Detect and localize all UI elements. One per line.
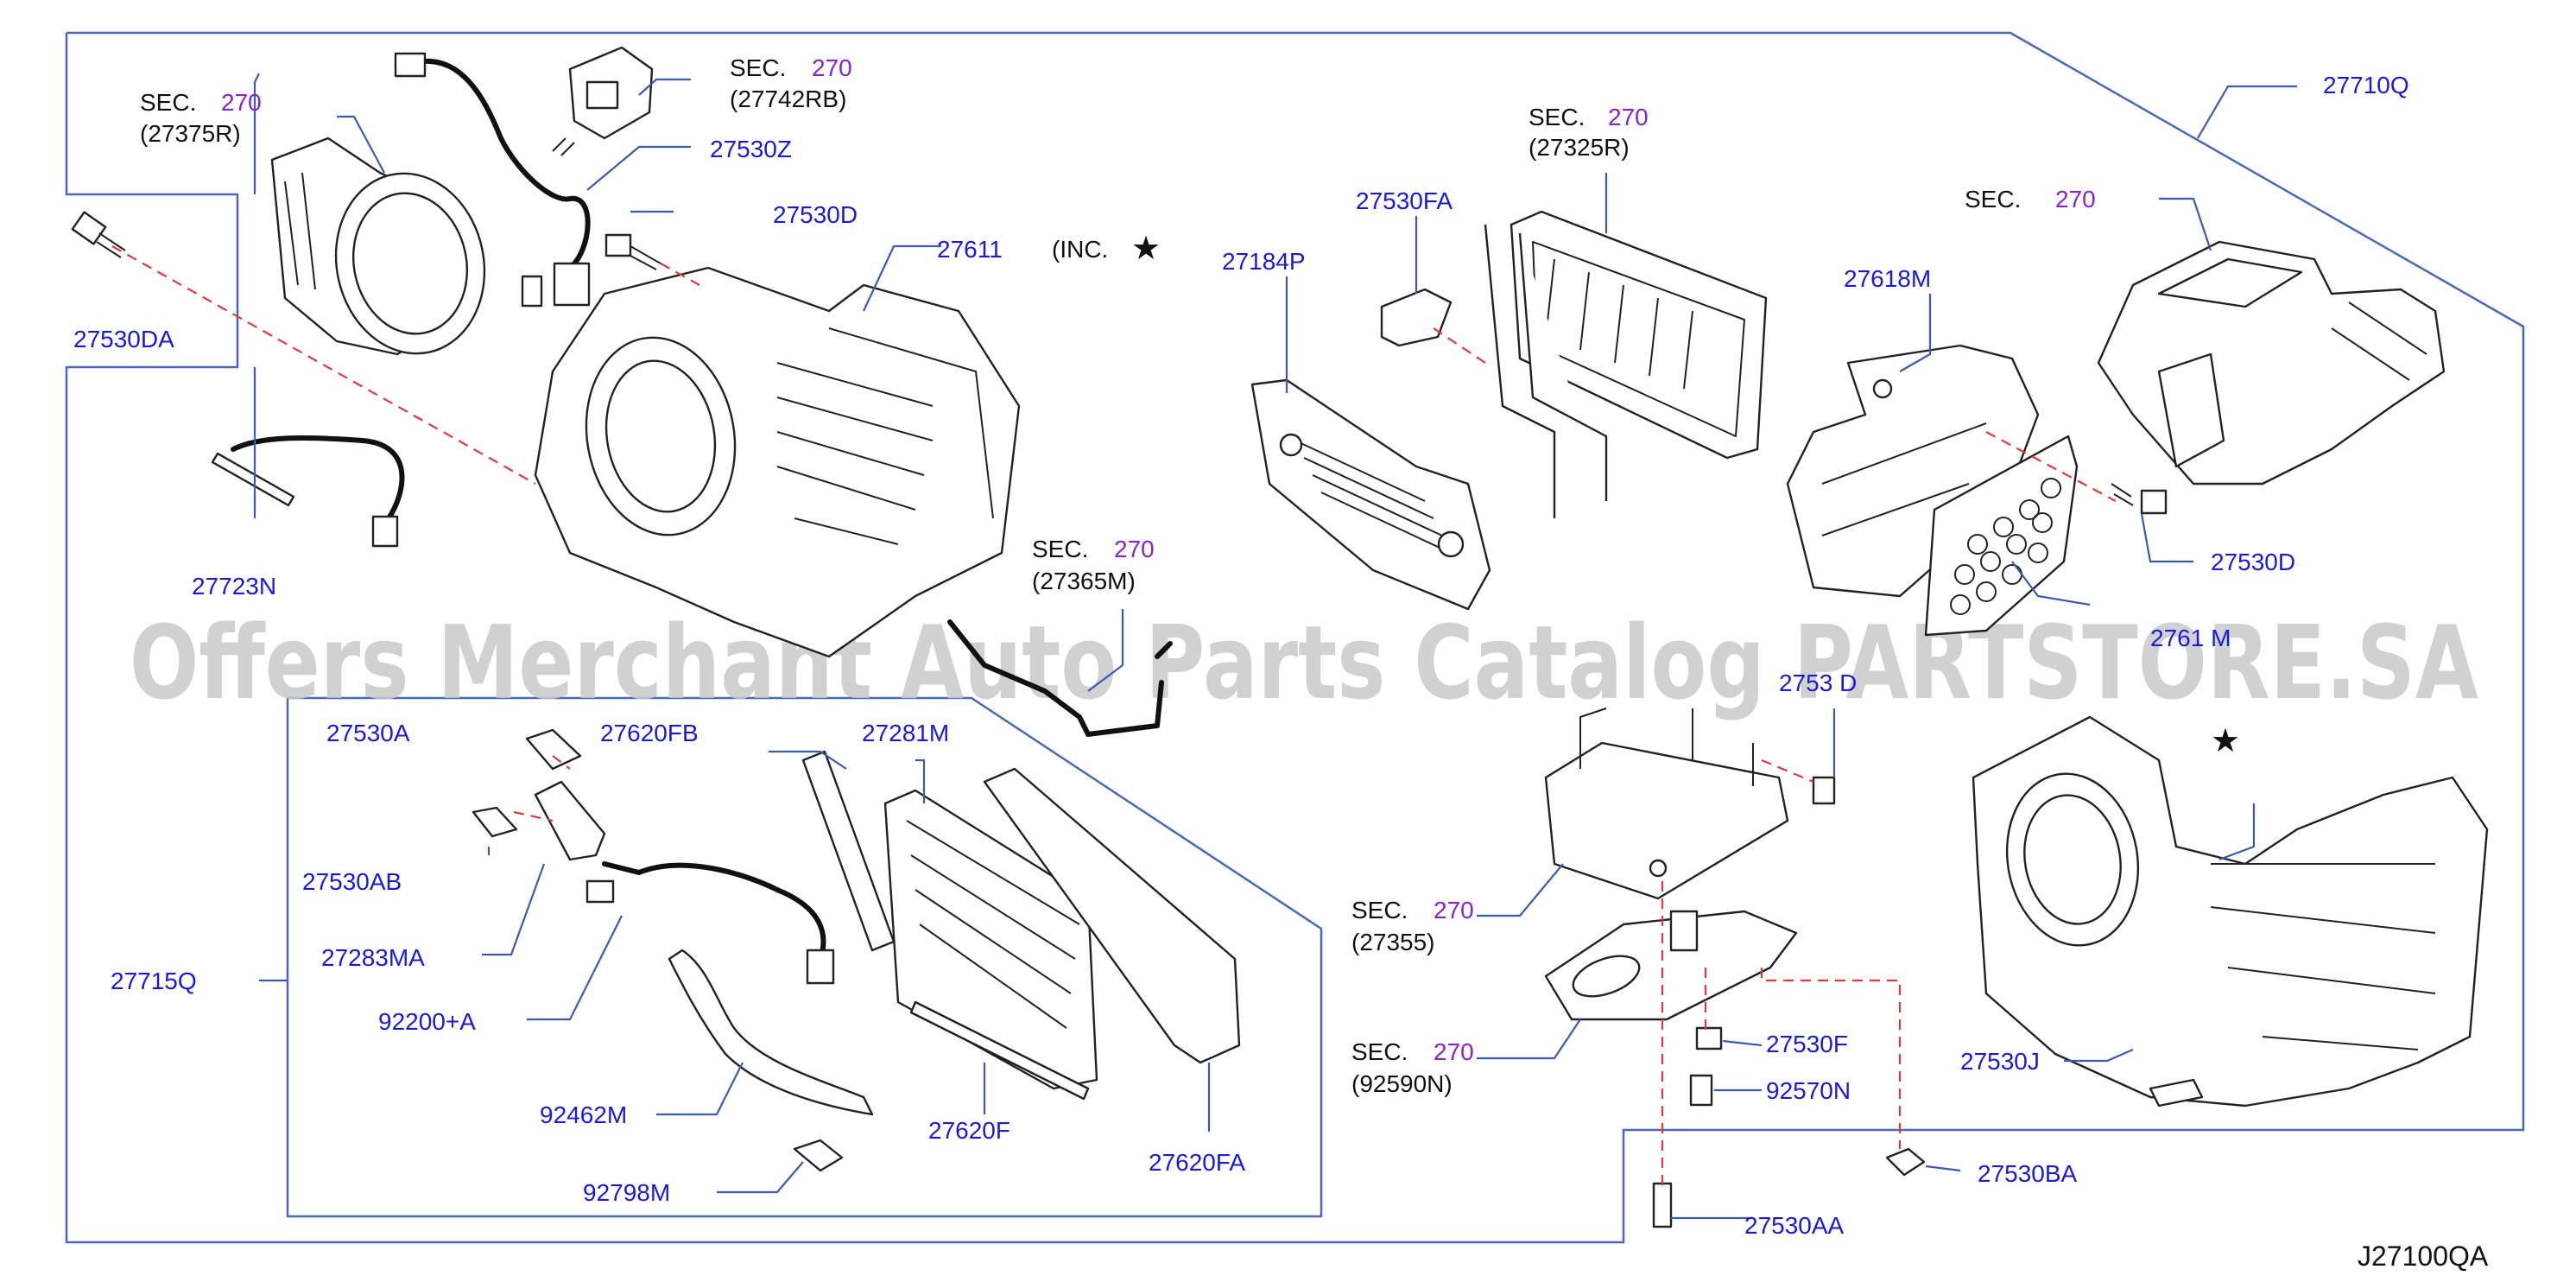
part-illustrations: [71, 46, 2489, 1228]
star-marker-unit: ★: [2211, 721, 2240, 759]
sec-prefix-27355: SEC.: [1351, 897, 1408, 923]
label-27530J[interactable]: 27530J: [1960, 1048, 2040, 1075]
watermark: Offers Merchant Auto Parts Catalog PARTS…: [130, 603, 2478, 722]
sec-number-27355: 270: [1434, 897, 1474, 923]
clip-27530FA-drawing: [1380, 288, 1453, 347]
bracket-27283MA: [534, 780, 606, 861]
label-27530F[interactable]: 27530F: [1766, 1031, 1848, 1057]
label-27715Q[interactable]: 27715Q: [111, 968, 197, 994]
grommet-92798M: [793, 1139, 844, 1172]
diagram-code: J27100QA: [2358, 1241, 2489, 1272]
leader-lines: [253, 73, 2297, 1220]
sec-number-92590N: 270: [1434, 1038, 1474, 1065]
label-92570N[interactable]: 92570N: [1766, 1077, 1851, 1104]
label-27530Z[interactable]: 27530Z: [710, 136, 792, 162]
bushing-27530F: [1695, 1026, 1723, 1050]
bolt-27530D-mid: [1812, 776, 1836, 805]
strip-27620F: [909, 1000, 1090, 1101]
pipe-92462M: [668, 949, 874, 1116]
label-27710Q[interactable]: 27710Q: [2323, 72, 2409, 98]
sec-prefix-27742RB: SEC.: [730, 54, 786, 81]
label-27618M[interactable]: 27618M: [1844, 265, 1931, 292]
part-labels: 27530DA 27530Z 27530D 27611 27723N 27530…: [73, 72, 2409, 1239]
section-references: SEC. 270 (27375R) SEC. 270 (27742RB) SEC…: [140, 54, 2096, 1097]
small-fasteners-drawing: [1652, 776, 1926, 1228]
inner-evaporator-box: [286, 696, 1323, 1218]
sec-ref-27325R: (27325R): [1529, 134, 1630, 161]
sensor-92200A: [585, 879, 615, 904]
sec-number-27365M: 270: [1114, 536, 1155, 562]
plate-92590N-drawing: [1544, 910, 1798, 1021]
label-27530FA[interactable]: 27530FA: [1356, 187, 1453, 214]
hvac-unit-drawing: [1972, 715, 2489, 1107]
label-27620FA[interactable]: 27620FA: [1149, 1149, 1245, 1176]
intake-duct-drawing: [2097, 240, 2446, 486]
label-27723N[interactable]: 27723N: [192, 573, 276, 600]
label-27530A[interactable]: 27530A: [326, 720, 410, 746]
evaporator-group-drawing: [472, 728, 1241, 1172]
sensor-27723N-drawing: [211, 435, 405, 548]
label-27530D-top[interactable]: 27530D: [773, 201, 858, 228]
bracket-27355-drawing: [1544, 708, 1789, 900]
blower-motor-drawing: [270, 136, 486, 356]
mesh-panel-drawing: [1924, 435, 2079, 637]
label-27530DA[interactable]: 27530DA: [73, 326, 174, 352]
label-27530D-mid-partial[interactable]: 2753 D: [1779, 670, 1857, 696]
sec-ref-92590N: (92590N): [1351, 1070, 1453, 1097]
label-27530AB[interactable]: 27530AB: [302, 868, 402, 895]
sec-prefix-92590N: SEC.: [1351, 1038, 1408, 1065]
inc-note: (INC.: [1052, 236, 1108, 263]
spacer-92570N: [1689, 1074, 1713, 1107]
duct-hose-drawing: [947, 619, 1173, 737]
sec-ref-27355: (27355): [1351, 929, 1435, 955]
sec-prefix-27375R: SEC.: [140, 89, 196, 116]
assembly-lines: [111, 245, 2117, 1192]
sec-prefix-27365M: SEC.: [1032, 536, 1088, 562]
label-27611[interactable]: 27611: [937, 236, 1003, 263]
label-27281M[interactable]: 27281M: [862, 720, 949, 746]
label-27283MA[interactable]: 27283MA: [321, 944, 425, 971]
bolt-27530DA-drawing: [71, 211, 126, 258]
bolt-27530AB: [472, 806, 518, 838]
actuator-drawing: [394, 46, 654, 308]
sec-number-27710Q-area: 270: [2055, 186, 2096, 213]
filter-27620FA: [983, 767, 1241, 1064]
seal-27184P-drawing: [1250, 378, 1491, 611]
diagram-frames: [65, 31, 2525, 1244]
label-27530D-right[interactable]: 27530D: [2211, 549, 2295, 575]
label-27530AA[interactable]: 27530AA: [1744, 1212, 1845, 1239]
label-27620FB[interactable]: 27620FB: [600, 720, 699, 746]
outer-frame: [65, 31, 2525, 1244]
sec-number-27325R: 270: [1608, 104, 1649, 130]
nut-27530BA: [1885, 1147, 1926, 1177]
label-27184P[interactable]: 27184P: [1222, 248, 1306, 275]
sec-ref-27742RB: (27742RB): [730, 86, 846, 112]
label-92462M[interactable]: 92462M: [540, 1101, 627, 1128]
bolt-27530AA: [1652, 1182, 1673, 1228]
screw-27530D-top-drawing: [604, 233, 661, 270]
sec-prefix-27710Q-area: SEC.: [1965, 186, 2021, 213]
label-27621M-partial[interactable]: 2761 M: [2150, 625, 2231, 651]
label-27530BA[interactable]: 27530BA: [1978, 1160, 2078, 1187]
label-92798M[interactable]: 92798M: [583, 1179, 670, 1206]
sec-number-27742RB: 270: [812, 54, 852, 81]
label-92200A[interactable]: 92200+A: [378, 1008, 476, 1035]
star-marker-inc: ★: [1131, 229, 1161, 267]
heater-core-drawing: [1484, 210, 1768, 518]
blower-housing-drawing: [534, 266, 1021, 658]
sec-ref-27375R: (27375R): [140, 120, 241, 147]
label-27620F[interactable]: 27620F: [928, 1117, 1010, 1144]
sec-prefix-27325R: SEC.: [1529, 104, 1585, 130]
sec-ref-27365M: (27365M): [1032, 568, 1136, 594]
connector-92200A: [806, 949, 835, 985]
sec-number-27375R: 270: [221, 89, 262, 116]
bolt-27530A: [525, 728, 582, 771]
screw-27530D-right-drawing: [2111, 483, 2168, 515]
